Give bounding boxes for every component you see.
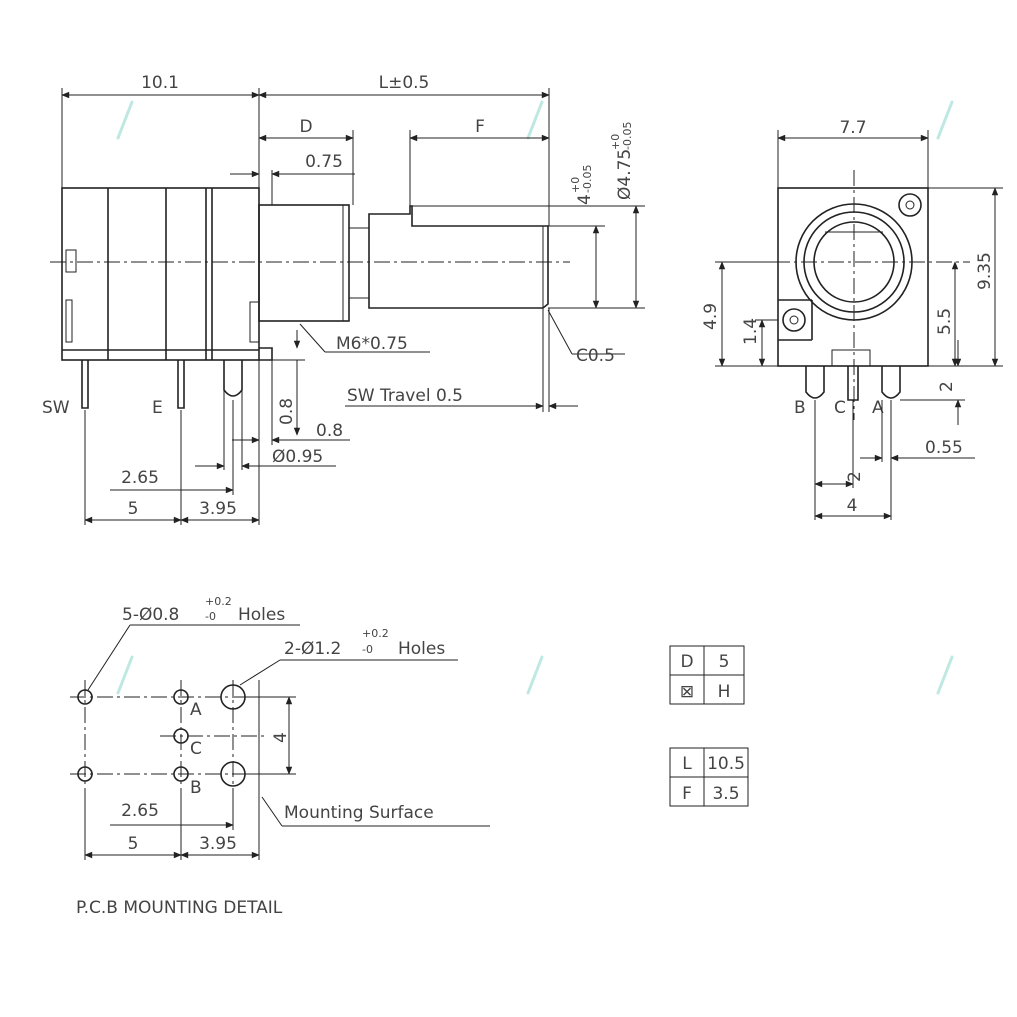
thread-label: M6*0.75 xyxy=(336,334,408,354)
dim-width: 7.7 xyxy=(839,118,866,138)
pin-c-label: C xyxy=(834,398,846,418)
mount-pin xyxy=(223,360,243,397)
pcb-dim-4: 4 xyxy=(271,732,291,743)
dim-08-vertical: 0.8 xyxy=(277,398,297,425)
table-dh-symbol: ⊠ xyxy=(680,682,694,702)
hole-small xyxy=(173,728,189,744)
pcb-label-b: B xyxy=(190,778,202,798)
pin-e xyxy=(177,360,185,409)
holes-small-tol-minus: -0 xyxy=(205,610,216,623)
holes-large-tol-plus: +0.2 xyxy=(362,627,389,640)
pcb-label-a: A xyxy=(190,700,202,720)
table-lf: L 10.5 F 3.5 xyxy=(669,747,749,807)
table-lf-r1c2: 10.5 xyxy=(707,754,745,774)
watermark xyxy=(116,100,954,695)
table-dh-r2c2: H xyxy=(718,682,731,702)
hole-small xyxy=(77,766,93,782)
sw-travel-label: SW Travel 0.5 xyxy=(347,386,463,406)
dim-shaft-dia-tol-plus: +0 xyxy=(609,134,622,150)
pcb-mounting-detail: A C B 5-Ø0.8 +0.2 -0 Holes 2-Ø1.2 +0.2 -… xyxy=(70,595,490,918)
mounting-surface-label: Mounting Surface xyxy=(284,803,434,823)
table-dh-r1c2: 5 xyxy=(719,652,730,672)
dim-08-horizontal: 0.8 xyxy=(316,421,343,441)
pin-sw-label: SW xyxy=(42,398,70,418)
dim-075: 0.75 xyxy=(305,152,343,172)
dim-length: L±0.5 xyxy=(379,73,430,93)
dim-pin-dia: Ø0.95 xyxy=(272,447,323,467)
dim-265: 2.65 xyxy=(121,468,159,488)
dim-2-bottom: 2 xyxy=(845,471,865,482)
dim-shaft-flat: 4 xyxy=(575,194,595,205)
pin-sw xyxy=(81,360,89,409)
pin-a-label: A xyxy=(872,398,884,418)
dim-5: 5 xyxy=(128,499,139,519)
front-view: 7.7 9.35 5.5 4.9 1.4 2 B xyxy=(701,118,1003,520)
hole-small xyxy=(77,689,93,705)
dim-055: 0.55 xyxy=(925,438,963,458)
table-lf-r2c2: 3.5 xyxy=(712,784,739,804)
holes-small-tol-plus: +0.2 xyxy=(205,595,232,608)
holes-large-tol-minus: -0 xyxy=(362,643,373,656)
table-dh-r1c1: D xyxy=(680,652,693,672)
pcb-dim-5: 5 xyxy=(128,834,139,854)
hole-small xyxy=(173,689,189,705)
dim-shaft-flat-tol-minus: -0.05 xyxy=(581,165,594,193)
dim-49: 4.9 xyxy=(701,303,721,330)
dim-shaft-dia-tol-minus: -0.05 xyxy=(621,122,634,150)
table-lf-r1c1: L xyxy=(682,754,692,774)
dim-395: 3.95 xyxy=(199,499,237,519)
pin-a xyxy=(881,366,901,399)
dim-14: 1.4 xyxy=(741,318,761,345)
dim-shaft-dia: Ø4.75 xyxy=(615,149,635,200)
dim-shaft-flat-tol-plus: +0 xyxy=(569,177,582,193)
pcb-dim-265: 2.65 xyxy=(121,801,159,821)
hole-small xyxy=(173,766,189,782)
dim-f: F xyxy=(475,117,485,137)
holes-small-suffix: Holes xyxy=(238,605,285,625)
pin-b xyxy=(805,366,825,399)
pcb-dim-395: 3.95 xyxy=(199,834,237,854)
holes-large-label: 2-Ø1.2 xyxy=(284,639,341,659)
dim-body-width: 10.1 xyxy=(141,73,179,93)
shaft xyxy=(368,205,549,309)
holes-small-label: 5-Ø0.8 xyxy=(122,605,179,625)
dim-d: D xyxy=(299,117,312,137)
pcb-label-c: C xyxy=(190,739,202,759)
bushing xyxy=(258,204,350,322)
pcb-caption: P.C.B MOUNTING DETAIL xyxy=(76,898,283,918)
table-dh: D 5 ⊠ H xyxy=(669,645,745,705)
dim-height: 9.35 xyxy=(975,252,995,290)
holes-large-suffix: Holes xyxy=(398,639,445,659)
pin-b-label: B xyxy=(794,398,806,418)
dim-55: 5.5 xyxy=(935,308,955,335)
dim-2-right: 2 xyxy=(937,381,957,392)
body-outline xyxy=(61,187,260,361)
pin-c xyxy=(847,366,859,401)
side-view: 10.1 L±0.5 D F 0.75 4 +0 -0.05 Ø4.75 +0 xyxy=(42,73,645,525)
chamfer-label: C0.5 xyxy=(576,346,615,366)
table-lf-r2c1: F xyxy=(682,784,692,804)
dim-4: 4 xyxy=(847,496,858,516)
pin-e-label: E xyxy=(152,398,163,418)
